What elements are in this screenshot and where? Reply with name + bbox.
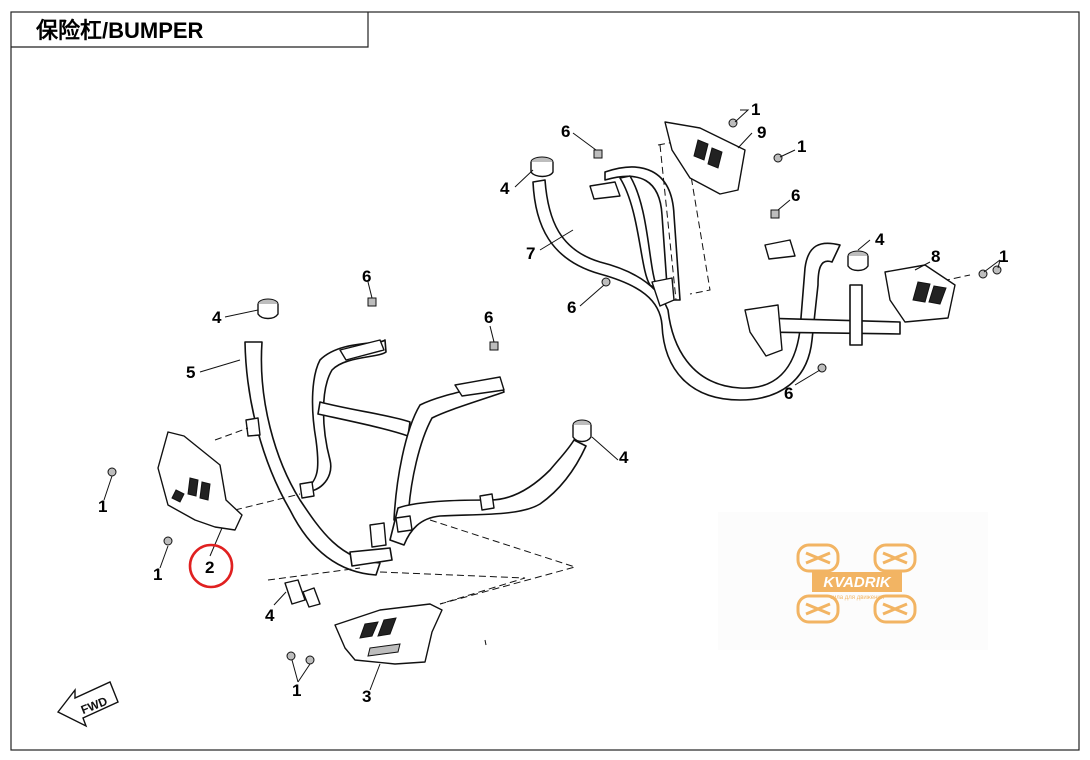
callout-1: 1 (98, 497, 107, 516)
callout-4: 4 (875, 230, 885, 249)
diagram-border (10, 11, 1080, 751)
rear-bumper-assembly (514, 109, 1002, 401)
callout-6: 6 (784, 384, 793, 403)
callout-3: 3 (362, 687, 371, 706)
title-box: 保险杠/BUMPER (11, 12, 369, 48)
callout-4: 4 (500, 179, 510, 198)
callout-7: 7 (526, 244, 535, 263)
front-bumper-assembly (103, 281, 619, 691)
callout-1: 1 (153, 565, 162, 584)
page-title: 保险杠/BUMPER (35, 18, 204, 43)
callout-9: 9 (757, 123, 766, 142)
fwd-arrow-icon: FWD (56, 681, 119, 728)
callout-6: 6 (484, 308, 493, 327)
callout-5: 5 (186, 363, 195, 382)
callout-8: 8 (931, 247, 940, 266)
callout-4: 4 (619, 448, 629, 467)
callout-1: 1 (797, 137, 806, 156)
callout-1: 1 (999, 247, 1008, 266)
callout-2: 2 (205, 558, 214, 577)
callout-4: 4 (265, 606, 275, 625)
callout-6: 6 (362, 267, 371, 286)
callout-6: 6 (567, 298, 576, 317)
callout-labels: 1 1 1 1 1 1 2 3 4 4 4 4 4 5 6 6 6 6 6 6 … (98, 100, 1008, 706)
callout-6: 6 (561, 122, 570, 141)
watermark-tagline: сила для движения (830, 595, 884, 601)
watermark-brand: KVADRIK (823, 574, 891, 591)
callout-4: 4 (212, 308, 222, 327)
callout-1: 1 (751, 100, 760, 119)
highlight-circle (188, 543, 234, 589)
watermark-logo: KVADRIK сила для движения (718, 512, 988, 650)
callout-1: 1 (292, 681, 301, 700)
callout-6: 6 (791, 186, 800, 205)
